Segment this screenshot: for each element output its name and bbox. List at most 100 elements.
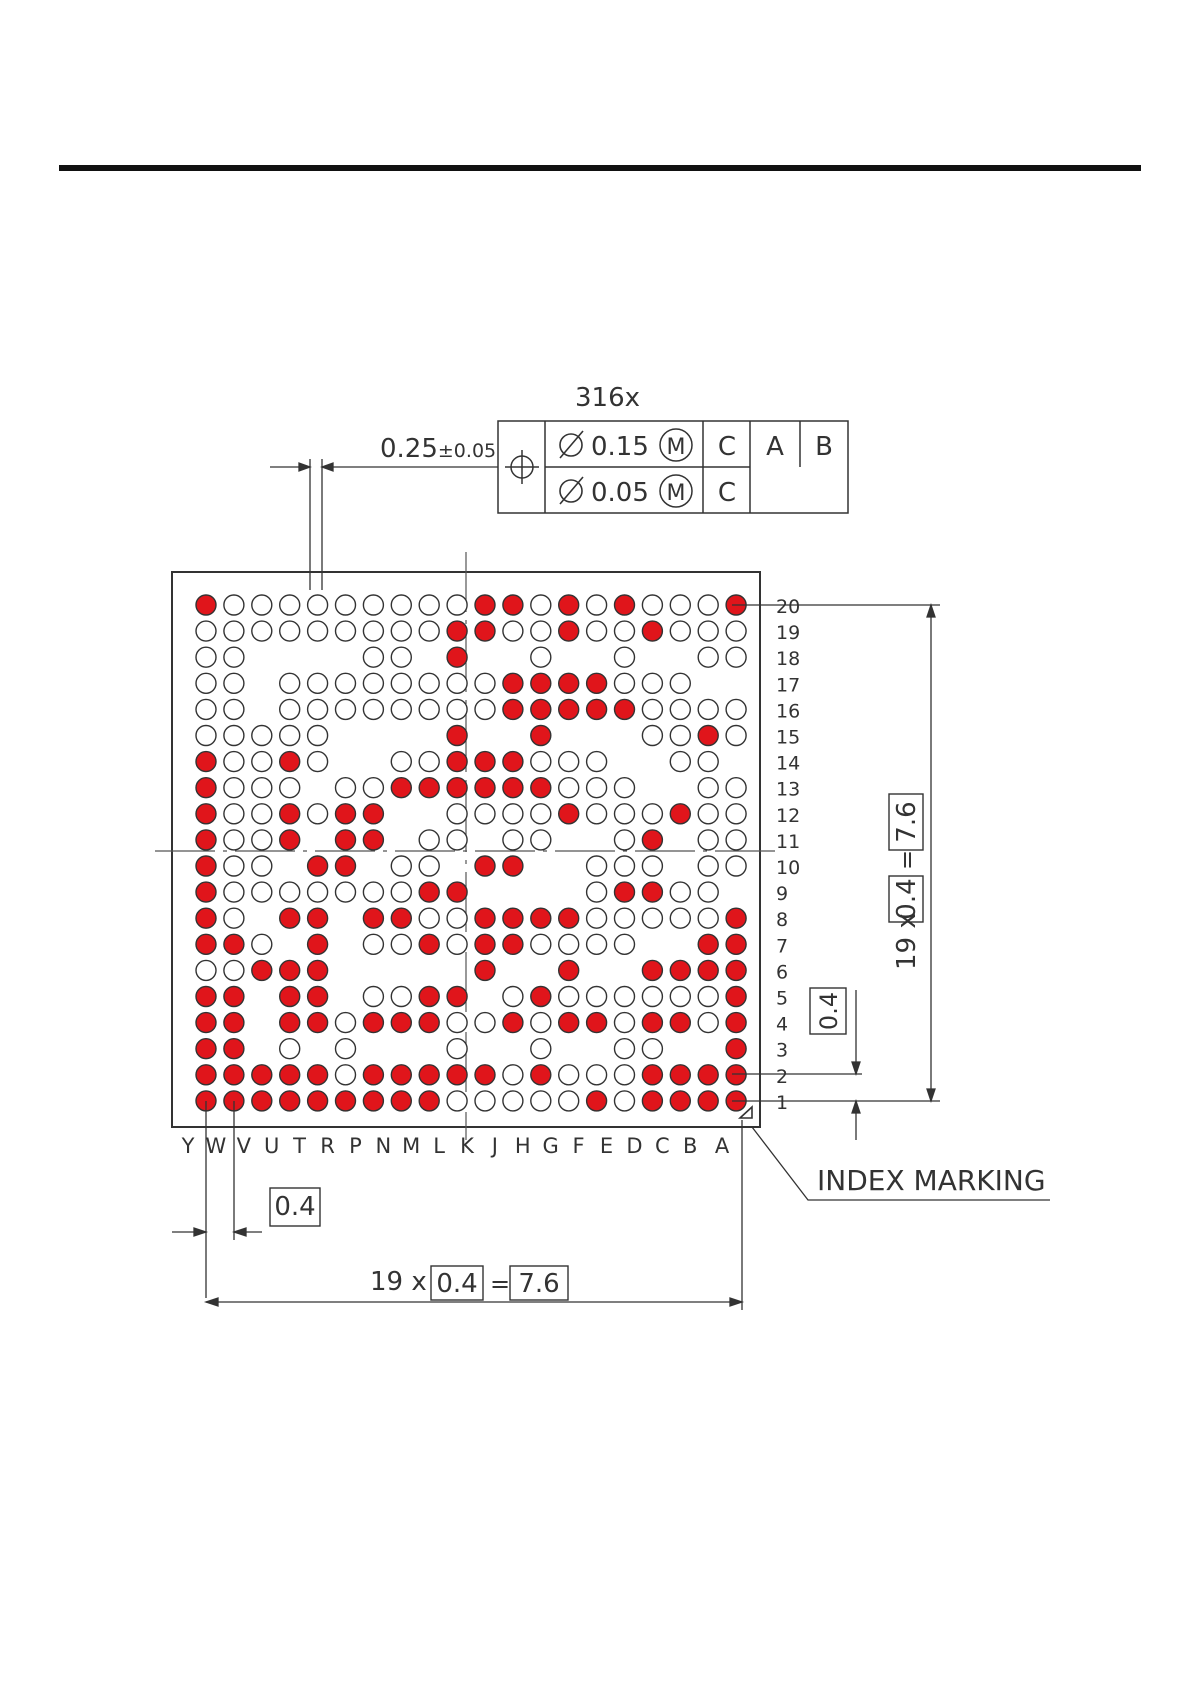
ball-L3 bbox=[447, 1039, 467, 1059]
ball-H14 bbox=[531, 752, 551, 772]
ball-L15 bbox=[447, 726, 467, 746]
ball-U1 bbox=[280, 1091, 300, 1111]
ball-M1 bbox=[419, 1091, 439, 1111]
ball-J10 bbox=[503, 856, 523, 876]
ball-F17 bbox=[587, 673, 607, 693]
ball-D20 bbox=[642, 595, 662, 615]
ball-diameter-value: 0.25 bbox=[380, 434, 438, 464]
ball-W10 bbox=[224, 856, 244, 876]
row-label: 4 bbox=[776, 1014, 788, 1036]
ball-diameter-leader bbox=[270, 459, 498, 590]
vertical-pitch: 0.4 bbox=[892, 878, 922, 919]
ball-P19 bbox=[363, 621, 383, 641]
ball-M8 bbox=[419, 908, 439, 928]
ball-U3 bbox=[280, 1039, 300, 1059]
ball-L14 bbox=[447, 752, 467, 772]
ball-P16 bbox=[363, 699, 383, 719]
ball-J7 bbox=[503, 934, 523, 954]
ball-R20 bbox=[336, 595, 356, 615]
ball-J16 bbox=[503, 699, 523, 719]
fcf-row2-datum-1: C bbox=[718, 478, 736, 508]
ball-W14 bbox=[224, 752, 244, 772]
column-label: J bbox=[490, 1134, 498, 1158]
column-pitch-dimension bbox=[172, 1101, 262, 1298]
fcf-row1-datum-3: B bbox=[815, 432, 833, 462]
ball-B11 bbox=[698, 830, 718, 850]
ball-B16 bbox=[698, 699, 718, 719]
ball-T20 bbox=[308, 595, 328, 615]
ball-W20 bbox=[224, 595, 244, 615]
ball-H3 bbox=[531, 1039, 551, 1059]
ball-N1 bbox=[391, 1091, 411, 1111]
ball-U16 bbox=[280, 699, 300, 719]
column-label: E bbox=[600, 1134, 613, 1158]
ball-H17 bbox=[531, 673, 551, 693]
ball-H11 bbox=[531, 830, 551, 850]
ball-N13 bbox=[391, 778, 411, 798]
ball-P11 bbox=[363, 830, 383, 850]
ball-Y10 bbox=[196, 856, 216, 876]
ball-B13 bbox=[698, 778, 718, 798]
ball-Y14 bbox=[196, 752, 216, 772]
ball-J11 bbox=[503, 830, 523, 850]
column-label: H bbox=[515, 1134, 531, 1158]
ball-G19 bbox=[559, 621, 579, 641]
ball-T19 bbox=[308, 621, 328, 641]
ball-B14 bbox=[698, 752, 718, 772]
ball-M20 bbox=[419, 595, 439, 615]
row-label: 20 bbox=[776, 596, 800, 618]
ball-D12 bbox=[642, 804, 662, 824]
ball-V19 bbox=[252, 621, 272, 641]
ball-U13 bbox=[280, 778, 300, 798]
ball-M13 bbox=[419, 778, 439, 798]
ball-F20 bbox=[587, 595, 607, 615]
ball-U5 bbox=[280, 987, 300, 1007]
ball-E11 bbox=[615, 830, 635, 850]
ball-U4 bbox=[280, 1013, 300, 1033]
ball-count-label: 316x bbox=[575, 383, 640, 413]
ball-M9 bbox=[419, 882, 439, 902]
ball-U17 bbox=[280, 673, 300, 693]
ball-F13 bbox=[587, 778, 607, 798]
ball-J17 bbox=[503, 673, 523, 693]
ball-D3 bbox=[642, 1039, 662, 1059]
column-label: D bbox=[626, 1134, 642, 1158]
row-label: 12 bbox=[776, 805, 800, 827]
ball-B8 bbox=[698, 908, 718, 928]
ball-L7 bbox=[447, 934, 467, 954]
ball-P5 bbox=[363, 987, 383, 1007]
ball-U8 bbox=[280, 908, 300, 928]
ball-Y19 bbox=[196, 621, 216, 641]
ball-T17 bbox=[308, 673, 328, 693]
row-label: 10 bbox=[776, 857, 800, 879]
ball-Y13 bbox=[196, 778, 216, 798]
ball-W12 bbox=[224, 804, 244, 824]
horizontal-total-dimension-label: 19 x 0.4 = 7.6 bbox=[370, 1266, 568, 1300]
ball-U14 bbox=[280, 752, 300, 772]
ball-P1 bbox=[363, 1091, 383, 1111]
ball-F12 bbox=[587, 804, 607, 824]
column-label: B bbox=[683, 1134, 697, 1158]
row-label: 13 bbox=[776, 779, 800, 801]
ball-J8 bbox=[503, 908, 523, 928]
ball-D4 bbox=[642, 1013, 662, 1033]
column-label: M bbox=[402, 1134, 420, 1158]
ball-H20 bbox=[531, 595, 551, 615]
ball-R16 bbox=[336, 699, 356, 719]
column-label: T bbox=[292, 1134, 306, 1158]
ball-R3 bbox=[336, 1039, 356, 1059]
ball-V11 bbox=[252, 830, 272, 850]
ball-Y20 bbox=[196, 595, 216, 615]
ball-F9 bbox=[587, 882, 607, 902]
ball-K16 bbox=[475, 699, 495, 719]
ball-C1 bbox=[670, 1091, 690, 1111]
ball-Y3 bbox=[196, 1039, 216, 1059]
ball-E17 bbox=[615, 673, 635, 693]
ball-L5 bbox=[447, 987, 467, 1007]
ball-N18 bbox=[391, 647, 411, 667]
ball-K4 bbox=[475, 1013, 495, 1033]
ball-H15 bbox=[531, 726, 551, 746]
ball-P7 bbox=[363, 934, 383, 954]
ball-N19 bbox=[391, 621, 411, 641]
